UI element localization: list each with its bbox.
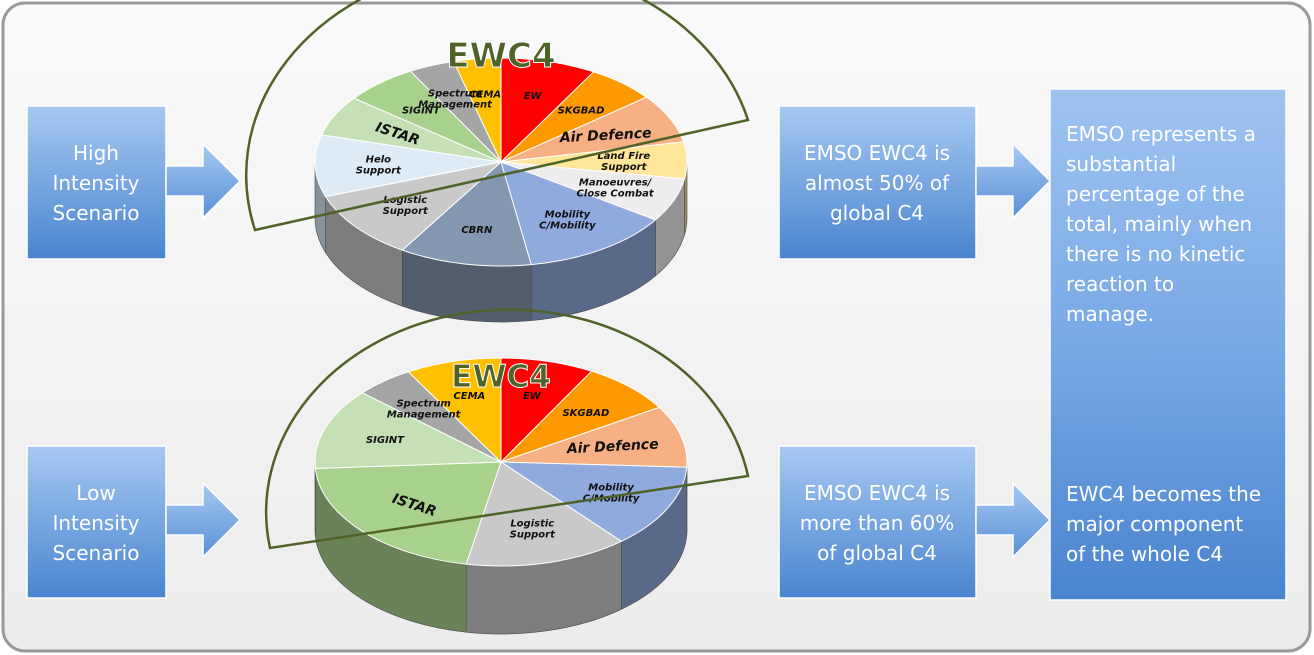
chart-title-low: EWC4 [451,359,551,395]
pie-slice-label: SIGINT [366,435,405,446]
pie-slice-label: Air Defence [558,125,652,146]
pie-slice-label: CEMA [453,391,485,402]
pie-slice-label: SKGBAD [558,105,605,116]
pie-slice-label: SIGINT [402,105,441,116]
pie-slice [314,461,502,565]
arrow-right-icon [165,481,242,559]
pie-slice-label: SKGBAD [562,408,609,419]
pie-slice [452,57,502,163]
chart-title-high: EWC4 [446,36,555,76]
pie-slice [465,461,623,567]
pie-slice [407,357,502,464]
pie-slice [500,370,661,463]
pie-slice [314,392,502,470]
pie-slice [500,57,595,164]
pie-slice [500,161,657,266]
ewc4-highlight-arc-high [244,0,750,232]
pie-slice-label: EW [524,91,543,102]
pie-slice [499,461,688,542]
pie-slice-label: EW [523,391,542,402]
pie-slice [401,161,532,267]
pie-slice-label: Air Defence [565,436,659,457]
arrow-right-icon [975,142,1052,220]
pie-slice-label: CEMA [469,89,501,100]
pie-slice [500,406,688,468]
pie-slice [500,357,593,464]
pie-slice [314,134,502,198]
pie-slice-label: CBRN [461,225,493,236]
pie-slice-label: Manoeuvres/Close Combat [577,177,655,199]
ewc4-highlight-arc-low [264,308,750,550]
arrow-right-icon [165,142,242,220]
arrow-right-icon [975,481,1052,559]
